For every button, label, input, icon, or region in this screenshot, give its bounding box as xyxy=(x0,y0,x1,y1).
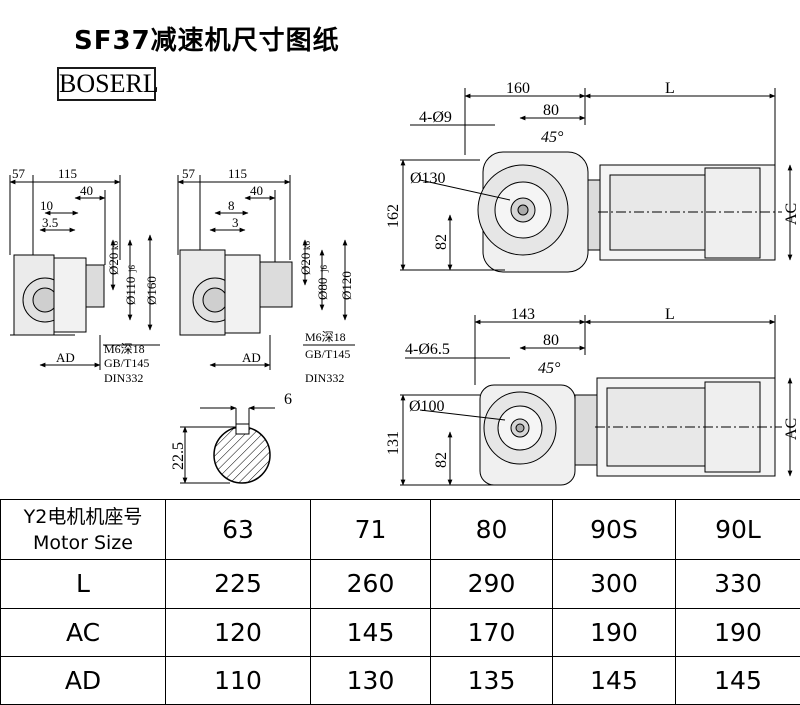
dim-d100: Ø100 xyxy=(409,398,445,415)
table-cell: 300 xyxy=(552,559,676,609)
table-cell: 330 xyxy=(675,559,800,609)
top-right-motor-view xyxy=(400,88,793,273)
keyway-labels: 6 22.5 xyxy=(170,391,292,470)
dim-57: 57 xyxy=(12,166,26,181)
header-label-en: Motor Size xyxy=(33,531,133,554)
dim-40: 40 xyxy=(250,183,263,198)
row-label: AD xyxy=(0,655,166,705)
table-cell: 130 xyxy=(310,655,431,705)
dim-ad: AD xyxy=(56,350,75,365)
dim-k6: k6 xyxy=(302,241,312,251)
table-cell: 71 xyxy=(310,498,431,561)
dim-d20: Ø20 xyxy=(106,253,121,275)
dim-3-5: 3.5 xyxy=(42,215,58,230)
header-label-cn: Y2电机机座号 xyxy=(23,505,143,528)
row-label: L xyxy=(0,559,166,609)
dim-l: L xyxy=(665,306,675,323)
dim-d20: Ø20 xyxy=(298,253,313,275)
dim-j6: j6 xyxy=(319,264,329,273)
top-right-labels: 160 L 4-Ø9 80 45° Ø130 162 82 AC xyxy=(385,80,800,250)
brand-logo: BOSERL xyxy=(57,67,159,101)
dim-8: 8 xyxy=(228,198,235,213)
note-line2: GB/T145 xyxy=(104,356,149,370)
dim-115: 115 xyxy=(58,166,77,181)
dim-d130: Ø130 xyxy=(410,170,446,187)
left-gearbox-view xyxy=(9,175,160,370)
keyway-height: 22.5 xyxy=(170,442,187,470)
note-line1: M6深18 xyxy=(305,330,346,344)
bottom-right-labels: 143 L 4-Ø6.5 80 45° Ø100 131 82 AC xyxy=(385,306,800,468)
dim-162: 162 xyxy=(385,204,402,228)
dim-angle: 45° xyxy=(541,129,564,146)
dim-d120: Ø120 xyxy=(339,271,354,300)
keyway-section xyxy=(180,405,275,484)
table-cell: 260 xyxy=(310,559,431,609)
dim-l: L xyxy=(665,80,675,97)
table-header-label: Y2电机机座号 Motor Size xyxy=(0,498,166,561)
table-cell: 190 xyxy=(552,607,676,657)
table-row: AD 110 130 135 145 145 xyxy=(0,655,800,705)
dim-holes: 4-Ø9 xyxy=(419,109,452,126)
dim-j6: j6 xyxy=(127,264,137,273)
dim-160: 160 xyxy=(506,80,530,97)
dim-82: 82 xyxy=(433,452,450,468)
table-row: AC 120 145 170 190 190 xyxy=(0,607,800,657)
table-header-row: Y2电机机座号 Motor Size 63 71 80 90S 90L xyxy=(0,498,800,561)
page-title: SF37减速机尺寸图纸 xyxy=(74,26,340,56)
dim-40: 40 xyxy=(80,183,93,198)
table-cell: 135 xyxy=(430,655,553,705)
dim-holes: 4-Ø6.5 xyxy=(405,341,450,358)
dim-d110: Ø110 xyxy=(123,277,138,305)
dim-d160: Ø160 xyxy=(144,276,159,305)
dim-82: 82 xyxy=(433,234,450,250)
table-cell: 145 xyxy=(552,655,676,705)
table-cell: 290 xyxy=(430,559,553,609)
dim-angle: 45° xyxy=(538,360,561,377)
dim-10: 10 xyxy=(40,198,53,213)
table-cell: 170 xyxy=(430,607,553,657)
dim-143: 143 xyxy=(511,306,535,323)
table-cell: 225 xyxy=(165,559,311,609)
bottom-right-motor-view xyxy=(400,315,793,486)
table-cell: 120 xyxy=(165,607,311,657)
dim-3: 3 xyxy=(232,215,239,230)
note-line3: DIN332 xyxy=(305,371,344,385)
table-cell: 145 xyxy=(675,655,800,705)
table-cell: 80 xyxy=(430,498,553,561)
table-row: L 225 260 290 300 330 xyxy=(0,559,800,609)
technical-drawings: 57 115 40 10 3.5 Ø20 k6 Ø110 j6 Ø160 AD … xyxy=(9,80,800,486)
dim-k6: k6 xyxy=(110,241,120,251)
table-cell: 145 xyxy=(310,607,431,657)
dim-ac: AC xyxy=(783,418,800,440)
dim-115: 115 xyxy=(228,166,247,181)
note-line3: DIN332 xyxy=(104,371,143,385)
note-line1: M6深18 xyxy=(104,342,145,356)
table-cell: 63 xyxy=(165,498,311,561)
dim-80: 80 xyxy=(543,332,559,349)
dim-d80: Ø80 xyxy=(315,278,330,300)
dim-57: 57 xyxy=(182,166,196,181)
table-cell: 90L xyxy=(675,498,800,561)
middle-gearbox-view xyxy=(177,175,355,370)
row-label: AC xyxy=(0,607,166,657)
note-line2: GB/T145 xyxy=(305,347,350,361)
dim-80: 80 xyxy=(543,102,559,119)
table-cell: 110 xyxy=(165,655,311,705)
dim-ac: AC xyxy=(783,203,800,225)
left-drawing-labels: 57 115 40 10 3.5 Ø20 k6 Ø110 j6 Ø160 AD … xyxy=(12,166,159,385)
middle-drawing-labels: 57 115 40 8 3 Ø20 k6 Ø80 j6 Ø120 AD M6深1… xyxy=(182,166,354,385)
keyway-width: 6 xyxy=(284,391,292,408)
motor-size-table: Y2电机机座号 Motor Size 63 71 80 90S 90L L 22… xyxy=(0,498,800,705)
table-cell: 90S xyxy=(552,498,676,561)
table-cell: 190 xyxy=(675,607,800,657)
dim-131: 131 xyxy=(385,431,402,455)
dim-ad: AD xyxy=(242,350,261,365)
